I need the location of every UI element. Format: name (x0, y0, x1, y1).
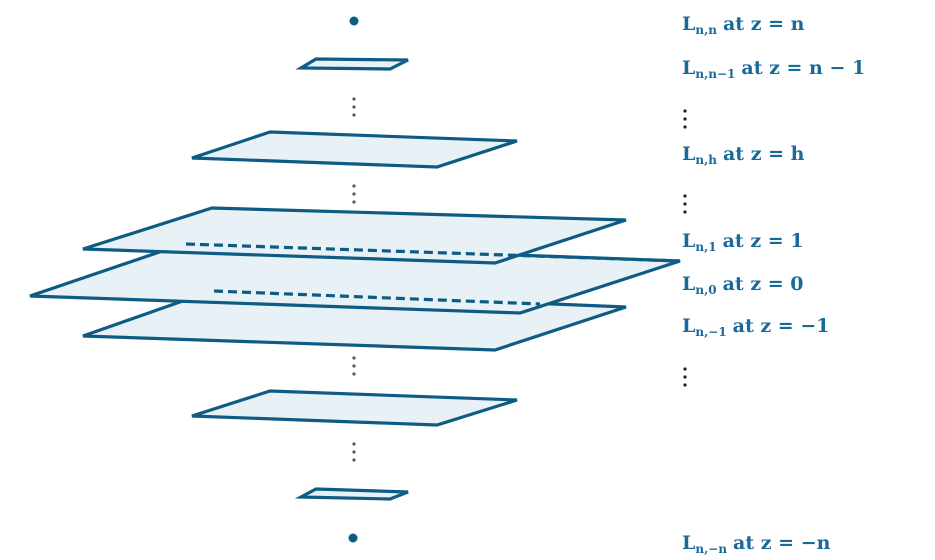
label-1: Ln,1 at z = 1 (682, 230, 804, 254)
vertical-ellipsis-1 (352, 97, 356, 117)
vertical-ellipsis-3 (352, 356, 356, 376)
label-ellipsis-1 (683, 109, 687, 129)
label-0: Ln,0 at z = 0 (682, 273, 804, 297)
label-n-minus-1-base: L (682, 57, 696, 79)
vertical-ellipsis-4 (352, 442, 356, 462)
plane-n-minus-1 (295, 57, 409, 71)
label-bottom-sub: n,−n (695, 542, 728, 556)
label-1-sub: n,1 (695, 240, 717, 254)
label-minus-1: Ln,−1 at z = −1 (682, 315, 830, 339)
label-top-base: L (682, 13, 696, 35)
plane-minus-n-plus-1 (294, 487, 409, 501)
label-n-minus-1-rel: at z = n − 1 (741, 57, 866, 79)
label-minus-1-sub: n,−1 (695, 325, 727, 339)
vertical-ellipsis-2 (352, 184, 356, 204)
label-minus-1-rel: at z = −1 (732, 315, 830, 337)
label-h-sub: n,h (695, 153, 717, 167)
label-h-rel: at z = h (723, 143, 805, 165)
plane-1 (82, 206, 627, 265)
plane-0-hidden-edge (185, 242, 681, 263)
label-ellipsis-3 (683, 367, 687, 387)
label-1-rel: at z = 1 (722, 230, 804, 252)
top-point (349, 16, 359, 26)
label-ellipsis-2 (683, 194, 687, 214)
label-n-minus-1-sub: n,n−1 (695, 67, 736, 81)
label-bottom-base: L (682, 532, 696, 554)
label-bottom: Ln,−n at z = −n (682, 532, 831, 556)
plane-h (191, 130, 518, 169)
label-0-rel: at z = 0 (722, 273, 804, 295)
label-h: Ln,h at z = h (682, 143, 805, 167)
label-h-base: L (682, 143, 696, 165)
label-1-base: L (682, 230, 696, 252)
bottom-point (348, 533, 358, 543)
plane-minus-h (191, 389, 518, 427)
label-top: Ln,n at z = n (682, 13, 805, 37)
plane-minus-1-hidden-edge (213, 289, 541, 306)
label-bottom-rel: at z = −n (733, 532, 831, 554)
label-top-rel: at z = n (723, 13, 805, 35)
label-0-base: L (682, 273, 696, 295)
label-0-sub: n,0 (695, 283, 717, 297)
label-top-sub: n,n (695, 23, 717, 37)
label-minus-1-base: L (682, 315, 696, 337)
label-n-minus-1: Ln,n−1 at z = n − 1 (682, 57, 866, 81)
